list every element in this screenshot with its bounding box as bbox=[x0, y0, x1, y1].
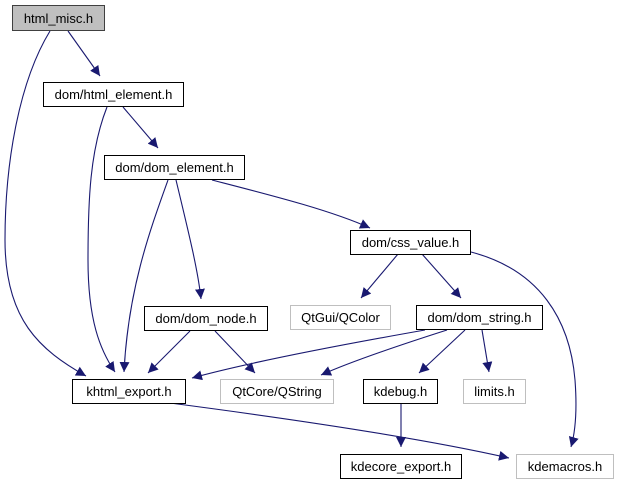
edge-css_value-to-kdemacros bbox=[470, 251, 579, 448]
node-qcolor: QtGui/QColor bbox=[290, 305, 391, 330]
edge-html_misc-to-khtml_export bbox=[4, 30, 87, 377]
edge-css_value-to-dom_string bbox=[421, 253, 462, 299]
node-dom-node[interactable]: dom/dom_node.h bbox=[144, 306, 268, 331]
node-html-element[interactable]: dom/html_element.h bbox=[43, 82, 184, 107]
edge-dom_string-to-khtml_export bbox=[191, 329, 426, 381]
node-kdebug[interactable]: kdebug.h bbox=[363, 379, 438, 404]
node-dom-element[interactable]: dom/dom_element.h bbox=[104, 155, 245, 180]
edge-dom_element-to-dom_node bbox=[175, 179, 205, 300]
node-limits: limits.h bbox=[463, 379, 526, 404]
edge-dom_string-to-kdebug bbox=[418, 329, 466, 374]
node-html-misc: html_misc.h bbox=[12, 5, 105, 31]
node-khtml-export[interactable]: khtml_export.h bbox=[72, 379, 186, 404]
edge-dom_element-to-css_value bbox=[211, 179, 371, 229]
node-dom-string[interactable]: dom/dom_string.h bbox=[416, 305, 543, 330]
edge-html_element-to-khtml_export bbox=[87, 106, 116, 373]
edge-dom_node-to-khtml_export bbox=[147, 330, 191, 374]
node-kdemacros: kdemacros.h bbox=[516, 454, 614, 479]
edge-css_value-to-qcolor bbox=[360, 253, 399, 299]
edge-html_misc-to-html_element bbox=[67, 30, 101, 77]
edge-dom_node-to-qstring bbox=[214, 330, 256, 374]
edge-dom_string-to-limits bbox=[481, 329, 493, 373]
node-qstring: QtCore/QString bbox=[220, 379, 334, 404]
edge-dom_string-to-qstring bbox=[320, 329, 448, 376]
edge-khtml_export-to-kdemacros bbox=[169, 402, 510, 461]
edge-dom_element-to-khtml_export bbox=[119, 179, 169, 373]
node-css-value[interactable]: dom/css_value.h bbox=[350, 230, 471, 255]
edge-html_element-to-dom_element bbox=[122, 106, 159, 149]
node-kdecore-export[interactable]: kdecore_export.h bbox=[340, 454, 462, 479]
